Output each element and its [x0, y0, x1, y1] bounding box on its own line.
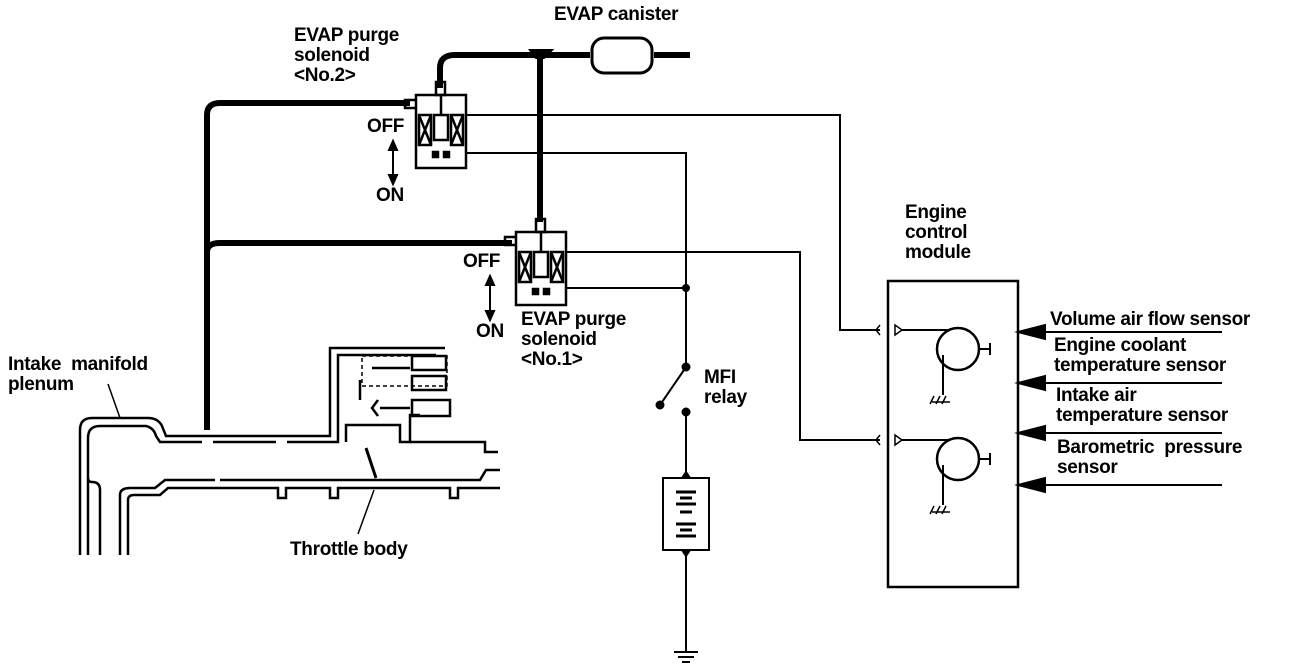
- label-mfi-relay: MFI relay: [704, 368, 747, 408]
- evap-purge-solenoid-2: [403, 80, 468, 170]
- engine-control-module: [875, 279, 1020, 589]
- label-intake-air-temperature-sensor: Intake air temperature sensor: [1056, 386, 1228, 426]
- label-line: Engine coolant: [1054, 335, 1186, 356]
- label-line: EVAP purge: [521, 309, 627, 330]
- label-line: solenoid: [521, 329, 597, 350]
- label-line: Intake manifold: [8, 354, 148, 375]
- label-evap-canister: EVAP canister: [554, 4, 679, 25]
- label-line: relay: [704, 387, 747, 408]
- label-line: EVAP purge: [294, 25, 400, 46]
- label-line: plenum: [8, 374, 74, 395]
- label-line: control: [905, 222, 968, 243]
- label-intake-manifold-plenum: Intake manifold plenum: [8, 355, 148, 395]
- wire-junction: [682, 284, 690, 292]
- label-throttle-body: Throttle body: [290, 539, 408, 560]
- intake-manifold-throttle-body: [78, 346, 500, 555]
- label-line: <No.1>: [521, 349, 583, 370]
- label-line: sensor: [1057, 457, 1118, 478]
- label-engine-coolant-temperature-sensor: Engine coolant temperature sensor: [1054, 336, 1226, 376]
- wiring: [466, 114, 880, 652]
- off-on-arrows: [387, 138, 496, 323]
- label-line: temperature sensor: [1054, 355, 1227, 376]
- leader-lines: [107, 383, 375, 535]
- label-off-1: OFF: [463, 251, 501, 272]
- sensor-inputs: [1014, 323, 1222, 494]
- label-line: solenoid: [294, 45, 370, 66]
- label-line: <No.2>: [294, 65, 356, 86]
- label-evap-purge-solenoid-1: EVAP purge solenoid <No.1>: [521, 310, 626, 370]
- label-off-2: OFF: [367, 116, 405, 137]
- label-engine-control-module: Engine control module: [905, 203, 971, 263]
- label-on-1: ON: [476, 321, 504, 342]
- mfi-relay-switch: [655, 362, 691, 417]
- t-fitting: [528, 49, 555, 59]
- evap-purge-solenoid-1: [503, 217, 568, 307]
- ground-icon: [674, 651, 698, 663]
- label-line: Intake air: [1056, 385, 1137, 406]
- label-on-2: ON: [376, 185, 404, 206]
- label-barometric-pressure-sensor: Barometric pressure sensor: [1057, 438, 1242, 478]
- label-line: module: [905, 242, 971, 263]
- battery-icon: [662, 470, 710, 558]
- label-volume-air-flow-sensor: Volume air flow sensor: [1050, 309, 1250, 330]
- evap-canister: [590, 36, 654, 75]
- label-line: temperature sensor: [1056, 405, 1229, 426]
- label-line: Engine: [905, 202, 967, 223]
- label-evap-purge-solenoid-2: EVAP purge solenoid <No.2>: [294, 26, 399, 86]
- label-line: MFI: [704, 367, 736, 388]
- vacuum-hoses: [204, 52, 690, 430]
- label-line: Barometric pressure: [1057, 437, 1243, 458]
